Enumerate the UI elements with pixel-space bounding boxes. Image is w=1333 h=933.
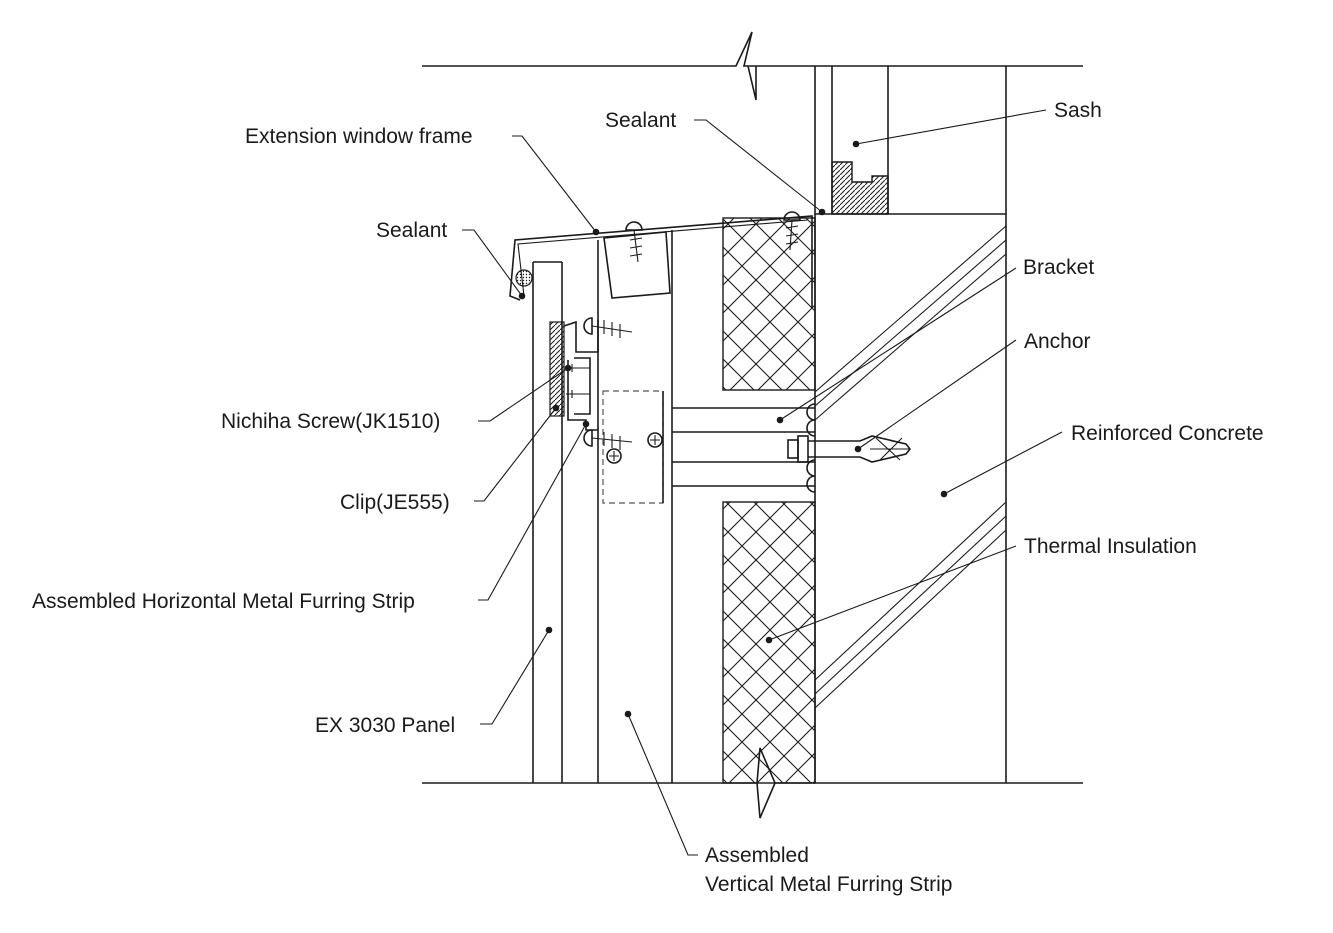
window-sash xyxy=(831,66,889,215)
label-anchor: Anchor xyxy=(1024,330,1091,353)
leaders xyxy=(462,109,1063,856)
label-bracket: Bracket xyxy=(1023,256,1094,279)
label-horizontal-furring-strip: Assembled Horizontal Metal Furring Strip xyxy=(32,590,415,613)
label-nichiha-screw: Nichiha Screw(JK1510) xyxy=(221,410,440,433)
label-extension-window-frame: Extension window frame xyxy=(245,125,473,148)
concrete-wall xyxy=(814,66,1007,783)
label-reinforced-concrete: Reinforced Concrete xyxy=(1071,422,1264,445)
label-sealant-top: Sealant xyxy=(605,109,676,132)
extension-window-frame xyxy=(509,215,813,308)
label-vertical-furring-line1: Assembled xyxy=(705,844,809,867)
label-sealant-left: Sealant xyxy=(376,219,447,242)
label-sash: Sash xyxy=(1054,99,1102,122)
label-ex3030-panel: EX 3030 Panel xyxy=(315,714,455,737)
clip-and-horizontal-strip xyxy=(549,317,633,450)
thermal-insulation xyxy=(722,217,816,784)
label-clip: Clip(JE555) xyxy=(340,491,450,514)
bracket xyxy=(602,390,816,504)
anchor xyxy=(787,435,912,463)
label-thermal-insulation: Thermal Insulation xyxy=(1024,535,1197,558)
top-break-line xyxy=(422,31,1083,101)
vertical-furring-strip xyxy=(597,230,673,783)
label-vertical-furring-line2: Vertical Metal Furring Strip xyxy=(705,873,952,896)
top-block xyxy=(603,211,801,299)
